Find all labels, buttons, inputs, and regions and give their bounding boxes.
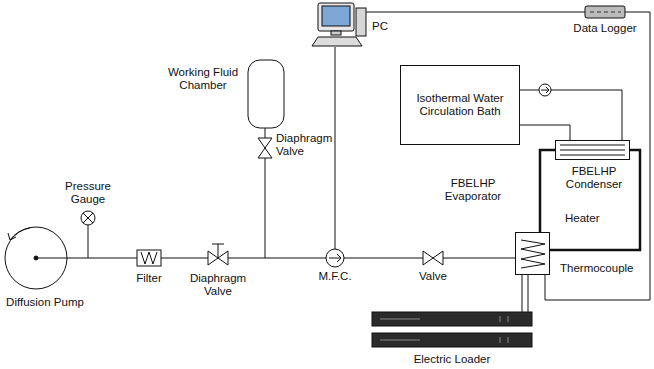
component-label: Filter	[124, 272, 174, 285]
condenser-tubes	[560, 145, 625, 155]
pressure-gauge-symbol	[83, 213, 93, 223]
diaphragm-valve-symbol	[212, 244, 224, 245]
mass-flow-controller-symbol	[326, 249, 344, 267]
heat-pipe-line	[550, 150, 640, 250]
pc-icon	[312, 37, 362, 46]
water-line	[520, 125, 570, 140]
apparatus-drawing	[539, 84, 551, 96]
pc-icon	[356, 8, 366, 36]
loader-wire	[528, 275, 529, 312]
component-label: Pressure Gauge	[57, 180, 119, 206]
circulation-pump-symbol	[541, 87, 549, 93]
device-label: PC	[372, 20, 402, 33]
mass-flow-controller-symbol	[329, 254, 341, 262]
pc-icon	[312, 3, 366, 46]
data-logger-icon	[585, 6, 625, 18]
diffusion-pump-symbol	[36, 258, 67, 259]
node-label: FBELHP Evaporator	[436, 177, 510, 203]
heater-coil	[521, 240, 545, 268]
condenser-tubes	[560, 145, 625, 155]
pressure-gauge-symbol	[81, 211, 95, 258]
device-label: Electric Loader	[397, 353, 507, 366]
condenser-box: FBELHP Condenser	[555, 140, 630, 160]
evaporator-box: FBELHP Evaporator	[515, 232, 550, 275]
component-label: Diffusion Pump	[2, 296, 88, 309]
component-label: Heater	[565, 212, 625, 225]
diffusion-pump-symbol	[8, 233, 16, 240]
filter-symbol	[141, 252, 157, 264]
diaphragm-valve-symbol	[258, 138, 272, 158]
signal-wire	[366, 12, 650, 300]
component-label: Working Fluid Chamber	[163, 66, 243, 92]
signal-wire	[366, 12, 585, 13]
signal-wire	[545, 12, 650, 300]
diffusion-pump-symbol	[5, 227, 67, 289]
heater-coil	[521, 240, 545, 268]
circulation-pump-symbol	[539, 84, 551, 96]
pc-icon	[318, 3, 354, 31]
component-label: Diaphragm Valve	[276, 132, 334, 158]
diffusion-pump-symbol	[5, 227, 67, 289]
mass-flow-controller-symbol	[326, 47, 344, 267]
filter-symbol	[137, 250, 161, 266]
apparatus-drawing	[5, 3, 650, 347]
apparatus-drawing	[520, 90, 640, 250]
valve-symbol	[423, 251, 443, 265]
valve-symbol	[423, 251, 443, 265]
pressure-gauge-symbol	[81, 211, 95, 225]
electric-loader-unit	[500, 316, 508, 343]
electric-loader-unit	[380, 319, 420, 340]
component-label: Thermocouple	[560, 262, 648, 275]
loader-wire	[522, 275, 528, 312]
loader-wire	[522, 275, 523, 312]
device-label: Data Logger	[565, 22, 645, 35]
pc-icon	[322, 6, 350, 26]
water-line	[520, 90, 622, 140]
data-logger-icon	[585, 6, 625, 18]
pressure-gauge-symbol	[88, 225, 89, 258]
mass-flow-controller-symbol	[335, 47, 336, 249]
diaphragm-valve-symbol	[208, 244, 228, 265]
node-label: FBELHP Condenser	[558, 165, 630, 191]
filter-symbol	[137, 250, 161, 266]
vacuum-line	[67, 128, 515, 258]
node-label: Isothermal Water Circulation Bath	[407, 92, 513, 118]
working-fluid-chamber	[248, 60, 284, 128]
component-label: Valve	[408, 270, 458, 283]
working-fluid-chamber	[248, 60, 284, 128]
vacuum-line	[67, 258, 515, 259]
diaphragm-valve-symbol	[258, 138, 272, 158]
pc-icon	[331, 31, 341, 35]
circulation-pump-symbol	[539, 84, 551, 96]
diaphragm-valve-symbol	[218, 244, 219, 258]
component-label: Diaphragm Valve	[187, 272, 249, 298]
data-logger-icon	[590, 12, 621, 13]
heat-pipe-line	[540, 150, 555, 232]
electric-loader-unit	[372, 312, 532, 347]
component-label: M.F.C.	[310, 270, 360, 283]
bath-box: Isothermal Water Circulation Bath	[400, 65, 520, 145]
